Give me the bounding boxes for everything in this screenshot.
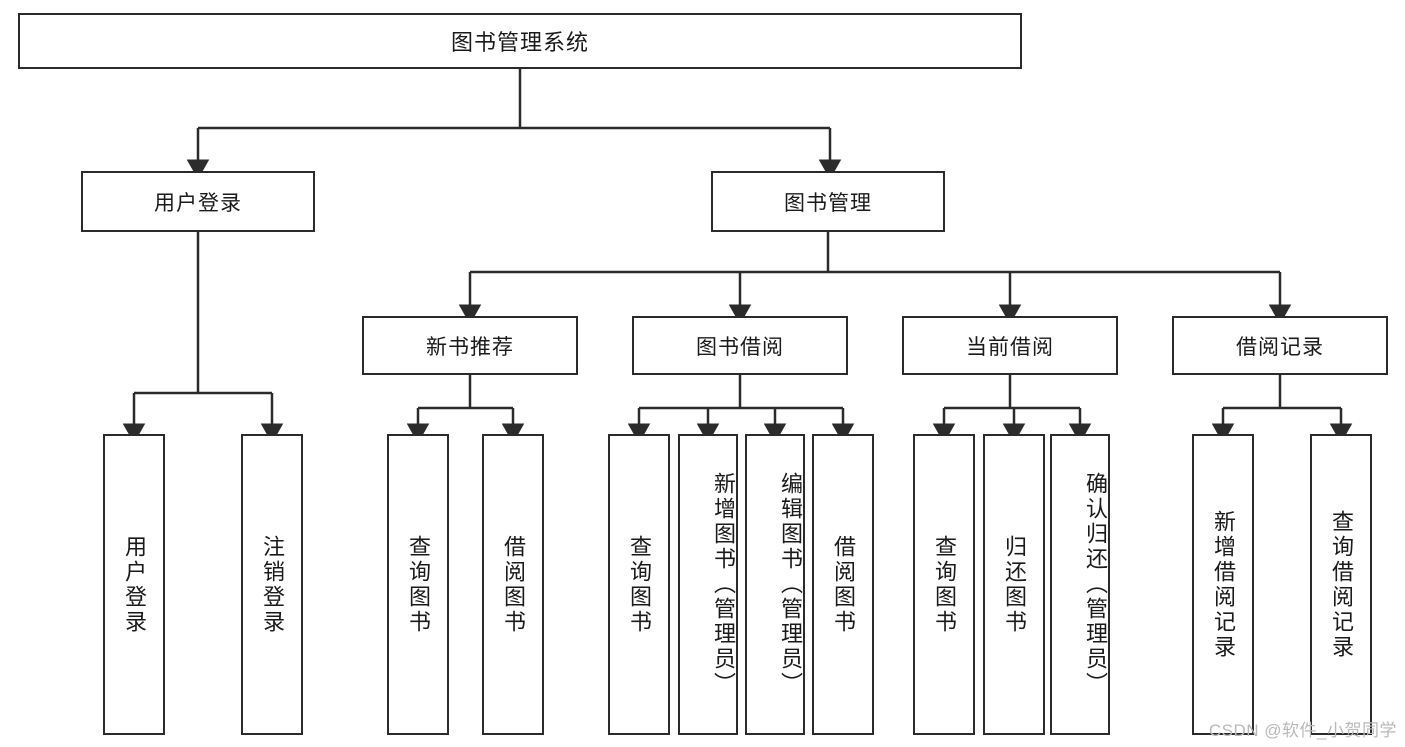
node-leaf-query-book-3[interactable]: 查询图书 [913,434,975,735]
node-leaf-return-book-label: 归还图书 [1001,534,1027,635]
node-root[interactable]: 图书管理系统 [18,13,1022,69]
node-leaf-return-book[interactable]: 归还图书 [983,434,1045,735]
node-leaf-user-login[interactable]: 用户登录 [103,434,165,735]
node-leaf-query-record-label: 查询借阅记录 [1328,509,1354,660]
node-leaf-add-record[interactable]: 新增借阅记录 [1192,434,1254,735]
node-leaf-query-book-1-label: 查询图书 [405,534,431,635]
node-book-manage-label: 图书管理 [784,191,872,215]
node-leaf-add-book[interactable]: 新增图书（管理员） [678,434,738,735]
node-new-book-rec-label: 新书推荐 [426,335,514,359]
node-leaf-borrow-book-2-label: 借阅图书 [830,534,856,635]
node-root-label: 图书管理系统 [450,30,589,55]
node-book-borrow[interactable]: 图书借阅 [632,316,848,375]
node-leaf-query-book-1[interactable]: 查询图书 [387,434,449,735]
node-user-login-label: 用户登录 [154,191,242,215]
node-leaf-logout-label: 注销登录 [259,534,285,635]
node-new-book-rec[interactable]: 新书推荐 [362,316,578,375]
node-leaf-query-book-2-label: 查询图书 [626,534,652,635]
node-leaf-query-book-3-label: 查询图书 [931,534,957,635]
node-user-login[interactable]: 用户登录 [81,171,315,232]
node-leaf-user-login-label: 用户登录 [121,534,147,635]
node-leaf-confirm-return-label: 确认归还（管理员） [1083,472,1108,697]
node-leaf-add-record-label: 新增借阅记录 [1210,509,1236,660]
node-leaf-edit-book[interactable]: 编辑图书（管理员） [745,434,805,735]
node-leaf-add-book-label: 新增图书（管理员） [711,472,736,697]
node-leaf-confirm-return[interactable]: 确认归还（管理员） [1050,434,1110,735]
node-leaf-query-record[interactable]: 查询借阅记录 [1310,434,1372,735]
node-current-borrow[interactable]: 当前借阅 [902,316,1118,375]
node-leaf-logout[interactable]: 注销登录 [241,434,303,735]
node-leaf-borrow-book-1[interactable]: 借阅图书 [482,434,544,735]
node-leaf-edit-book-label: 编辑图书（管理员） [778,472,803,697]
watermark: CSDN @软件_小贺同学 [1208,721,1397,740]
node-book-manage[interactable]: 图书管理 [711,171,945,232]
node-leaf-query-book-2[interactable]: 查询图书 [608,434,670,735]
node-current-borrow-label: 当前借阅 [966,335,1054,359]
node-leaf-borrow-book-1-label: 借阅图书 [500,534,526,635]
node-borrow-record-label: 借阅记录 [1236,335,1324,359]
node-borrow-record[interactable]: 借阅记录 [1172,316,1388,375]
node-book-borrow-label: 图书借阅 [696,335,784,359]
node-leaf-borrow-book-2[interactable]: 借阅图书 [812,434,874,735]
